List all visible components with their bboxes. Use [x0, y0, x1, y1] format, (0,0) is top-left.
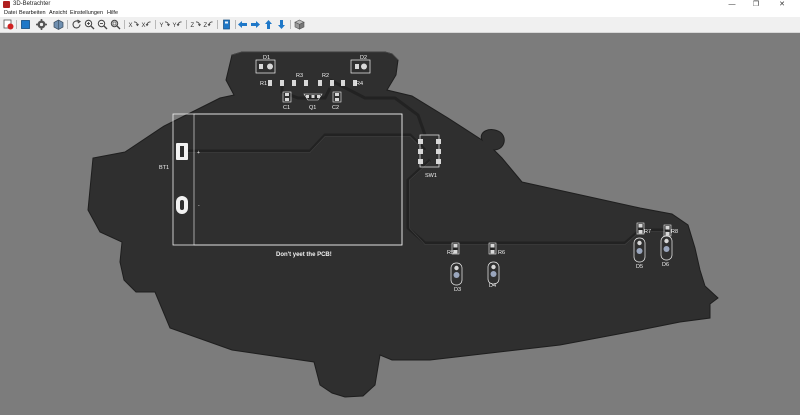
rotate-x-ccw-icon[interactable]: X — [140, 18, 153, 31]
copy-3d-image-icon[interactable] — [19, 18, 32, 31]
label-r1: R1 — [260, 81, 267, 87]
label-sw1: SW1 — [425, 173, 437, 179]
menu-edit[interactable]: Bearbeiten — [19, 10, 46, 16]
raytracing-icon[interactable] — [52, 18, 65, 31]
svg-text:Z: Z — [191, 23, 195, 29]
label-r4: R4 — [356, 81, 363, 87]
label-r8: R8 — [671, 229, 678, 235]
label-r6: R6 — [498, 250, 505, 256]
rotate-y-ccw-icon[interactable]: Y — [171, 18, 184, 31]
rotate-x-cw-icon[interactable]: X — [127, 18, 140, 31]
label-c2: C2 — [332, 105, 339, 111]
settings-icon[interactable] — [35, 18, 48, 31]
zoom-in-icon[interactable] — [83, 18, 96, 31]
menu-help[interactable]: Hilfe — [107, 10, 119, 16]
rotate-z-cw-icon[interactable]: Z — [189, 18, 202, 31]
svg-text:Y: Y — [160, 23, 164, 29]
label-bt1: BT1 — [159, 165, 169, 171]
3d-viewport[interactable]: D1 D2 R1 R3 R2 R4 C1 Q1 C2 BT1 + - SW1 R… — [0, 33, 800, 415]
pan-right-icon[interactable] — [249, 18, 262, 31]
label-d1: D1 — [263, 55, 270, 61]
pan-down-icon[interactable] — [275, 18, 288, 31]
app-icon — [3, 1, 10, 8]
label-r2: R2 — [322, 73, 329, 79]
board-edge-highlight — [231, 51, 399, 61]
pan-left-icon[interactable] — [236, 18, 249, 31]
battery-holder-bt1 — [172, 113, 403, 246]
toolbar-separator — [290, 20, 291, 29]
menu-preferences[interactable]: Einstellungen — [70, 10, 104, 16]
window-title: 3D-Betrachter — [13, 1, 51, 7]
toolbar-separator — [155, 20, 156, 29]
label-minus: - — [198, 203, 200, 209]
rotate-y-cw-icon[interactable]: Y — [158, 18, 171, 31]
maximize-button[interactable]: ❐ — [752, 1, 760, 8]
menu-file[interactable]: Datei — [4, 10, 17, 16]
top-components — [255, 59, 371, 103]
label-d5: D5 — [636, 264, 643, 270]
label-r5: R5 — [447, 250, 454, 256]
svg-text:Y: Y — [173, 23, 177, 29]
toolbar: X X Y Y Z Z — [0, 17, 800, 33]
label-plus: + — [197, 150, 200, 156]
menu-bar: Datei Bearbeiten Ansicht Einstellungen H… — [0, 9, 800, 17]
label-slogan: Don't yeet the PCB! — [276, 252, 332, 258]
label-d6: D6 — [662, 262, 669, 268]
toolbar-separator — [124, 20, 125, 29]
switch-sw1 — [418, 134, 441, 168]
pcb-board — [87, 51, 719, 398]
zoom-out-icon[interactable] — [96, 18, 109, 31]
export-image-icon[interactable] — [2, 18, 15, 31]
label-d4: D4 — [489, 283, 496, 289]
toolbar-separator — [67, 20, 68, 29]
label-q1: Q1 — [309, 105, 316, 111]
title-bar: 3D-Betrachter — ❐ ✕ — [0, 0, 800, 9]
rotate-z-ccw-icon[interactable]: Z — [202, 18, 215, 31]
label-d3: D3 — [454, 287, 461, 293]
close-button[interactable]: ✕ — [779, 1, 785, 8]
reload-board-icon[interactable] — [70, 18, 83, 31]
lower-components — [450, 222, 673, 286]
label-r7: R7 — [644, 229, 651, 235]
toolbar-separator — [16, 20, 17, 29]
label-c1: C1 — [283, 105, 290, 111]
flip-board-icon[interactable] — [220, 18, 233, 31]
toolbar-separator — [217, 20, 218, 29]
toolbar-separator — [186, 20, 187, 29]
pan-up-icon[interactable] — [262, 18, 275, 31]
svg-text:X: X — [129, 23, 133, 29]
svg-text:Z: Z — [204, 23, 208, 29]
zoom-fit-icon[interactable] — [109, 18, 122, 31]
toolbar-separator — [235, 20, 236, 29]
menu-view[interactable]: Ansicht — [49, 10, 68, 16]
label-d2: D2 — [360, 55, 367, 61]
label-r3: R3 — [296, 73, 303, 79]
minimize-button[interactable]: — — [728, 1, 736, 8]
toggle-orthographic-icon[interactable] — [293, 18, 306, 31]
svg-text:X: X — [142, 23, 146, 29]
